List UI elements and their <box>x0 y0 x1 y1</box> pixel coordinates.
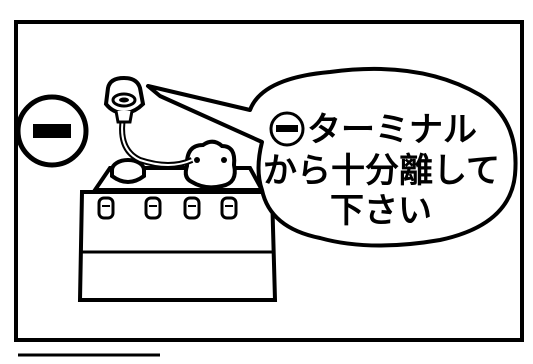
battery-cell-caps <box>97 196 238 220</box>
frame-border <box>14 20 524 342</box>
minus-circle-small-icon <box>269 111 305 147</box>
battery-icon <box>77 139 278 302</box>
callout-line-1: ターミナル <box>307 110 477 150</box>
positive-terminal-clamp <box>183 139 237 190</box>
callout-line-3: 下さい <box>330 191 432 231</box>
callout-line-2: から十分離して <box>263 151 500 191</box>
terminal-clamp-icon <box>103 75 194 168</box>
callout-balloon <box>146 66 518 248</box>
minus-circle-icon <box>15 94 89 168</box>
negative-terminal-post <box>110 158 146 184</box>
